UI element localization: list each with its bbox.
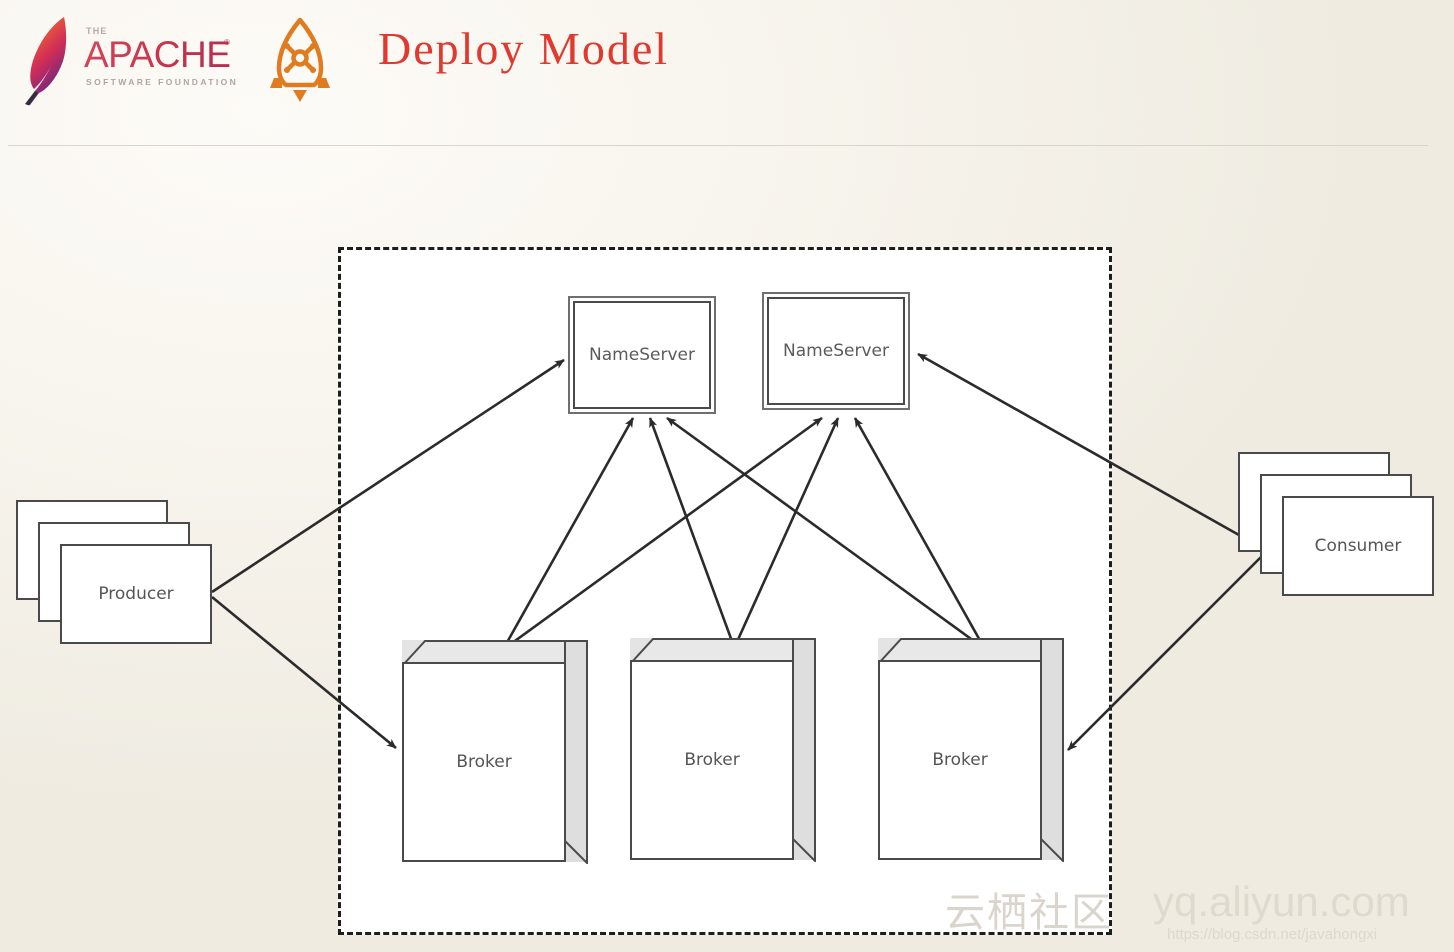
- watermark-source-url: https://blog.csdn.net/javahongxi: [1167, 926, 1378, 943]
- broker-1-side-face: [564, 640, 588, 866]
- watermark-domain: yq.aliyun.com: [1153, 878, 1410, 925]
- watermark: 云栖社区 yq.aliyun.com https://blog.csdn.net…: [945, 878, 1450, 952]
- apache-logo: THE APACHE ® SOFTWARE FOUNDATION: [18, 12, 248, 106]
- broker-3-label: Broker: [932, 750, 988, 770]
- broker-3-top-face: [876, 638, 1066, 664]
- consumer-card-front: Consumer: [1282, 496, 1434, 596]
- node-consumer[interactable]: Consumer: [1238, 452, 1434, 600]
- nameserver-1-frame: NameServer: [573, 301, 711, 409]
- broker-1-label: Broker: [456, 752, 512, 772]
- watermark-cn-text: 云栖社区: [945, 890, 1113, 936]
- broker-2-label: Broker: [684, 750, 740, 770]
- apache-name-label: APACHE: [84, 34, 231, 75]
- nameserver-2-frame: NameServer: [767, 297, 905, 405]
- broker-3-front-face: Broker: [878, 660, 1042, 860]
- node-nameserver-2[interactable]: NameServer: [762, 292, 910, 410]
- broker-1-front-face: Broker: [402, 662, 566, 862]
- broker-2-side-face: [792, 638, 816, 864]
- node-nameserver-1[interactable]: NameServer: [568, 296, 716, 414]
- broker-2-front-face: Broker: [630, 660, 794, 860]
- page-title: Deploy Model: [378, 23, 670, 74]
- apache-registered-mark: ®: [224, 38, 230, 47]
- broker-3-side-face: [1040, 638, 1064, 864]
- rocketmq-rocket-icon: [252, 14, 348, 106]
- node-producer[interactable]: Producer: [16, 500, 212, 648]
- node-broker-2[interactable]: Broker: [628, 638, 818, 864]
- slide-header: THE APACHE ® SOFTWARE FOUNDATION: [0, 0, 1454, 146]
- node-broker-3[interactable]: Broker: [876, 638, 1066, 864]
- producer-card-front: Producer: [60, 544, 212, 644]
- apache-the-label: THE: [86, 26, 108, 36]
- broker-1-top-face: [400, 640, 590, 666]
- header-divider: [8, 145, 1428, 146]
- apache-feather-icon: [18, 14, 80, 106]
- apache-wordmark: THE APACHE ® SOFTWARE FOUNDATION: [84, 26, 244, 96]
- nameserver-2-label: NameServer: [783, 341, 889, 361]
- nameserver-1-label: NameServer: [589, 345, 695, 365]
- consumer-label: Consumer: [1314, 536, 1402, 556]
- apache-subtitle-label: SOFTWARE FOUNDATION: [86, 77, 239, 87]
- node-broker-1[interactable]: Broker: [400, 640, 590, 866]
- broker-2-top-face: [628, 638, 818, 664]
- producer-label: Producer: [98, 584, 174, 604]
